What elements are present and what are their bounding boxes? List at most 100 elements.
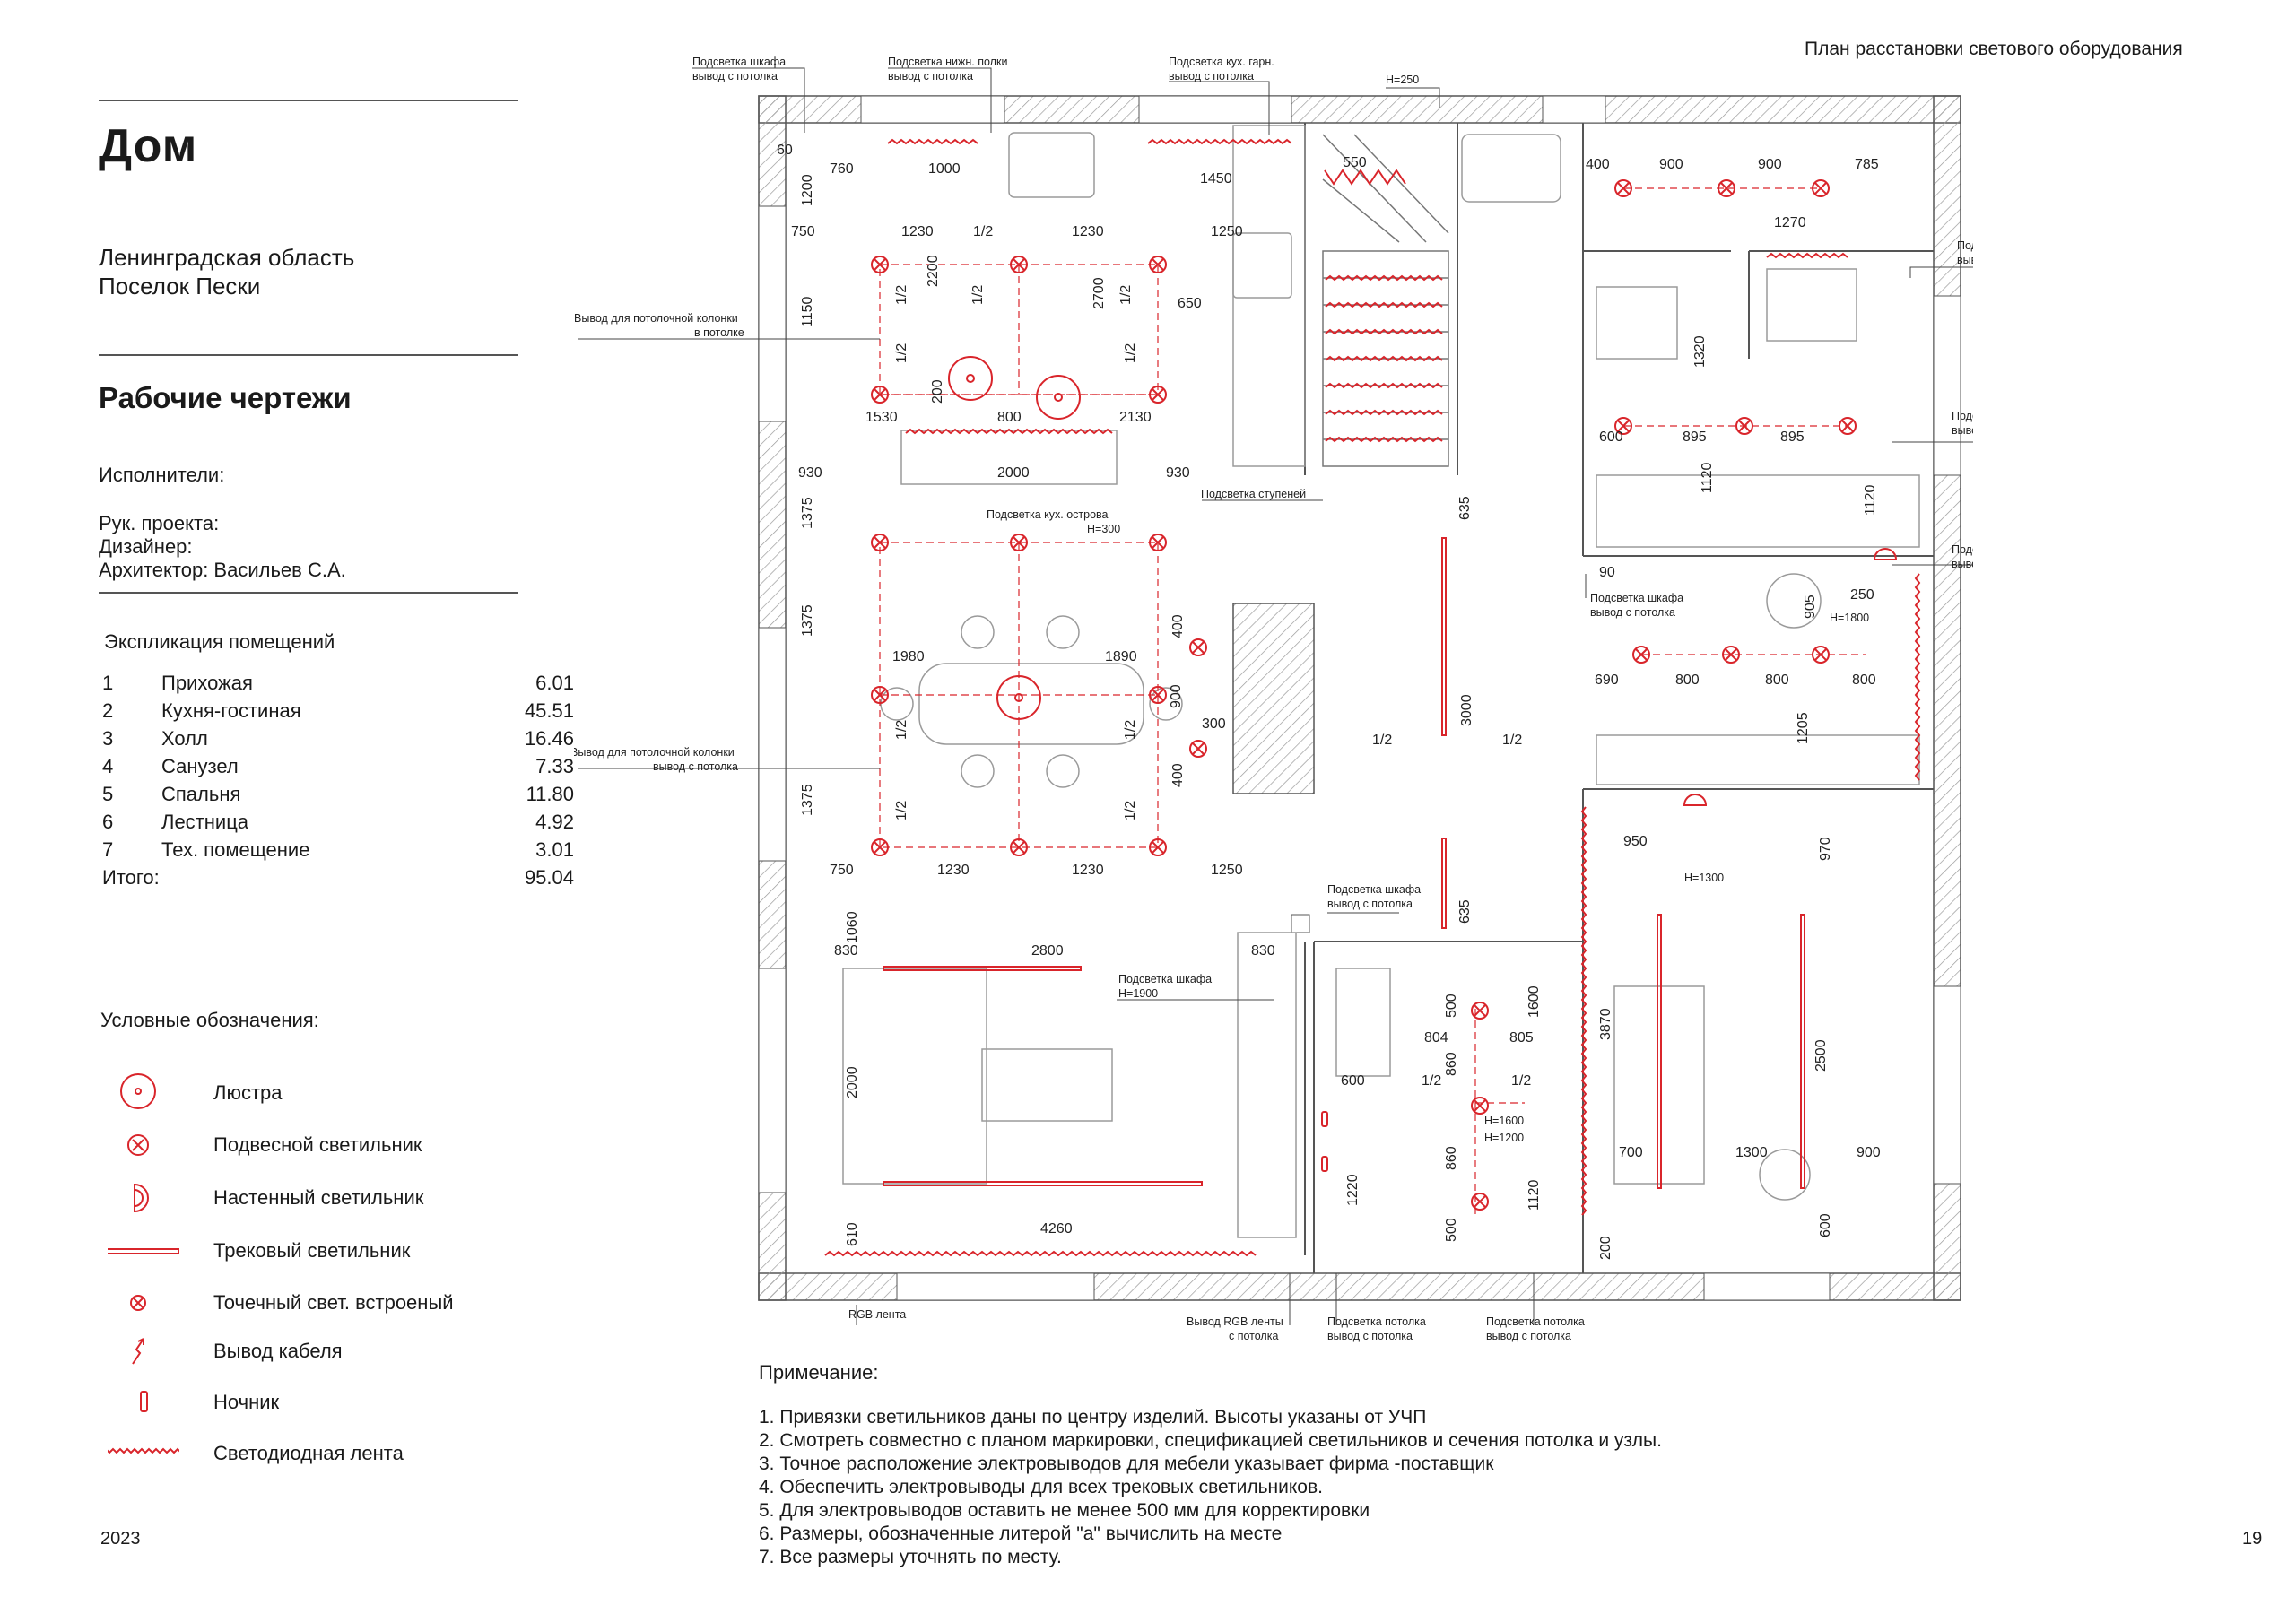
- led-strip-icon: [1147, 138, 1292, 145]
- project-title: Дом: [99, 120, 198, 172]
- dimension-label: 2000: [997, 465, 1030, 481]
- dimension-label: 1270: [1774, 215, 1806, 230]
- callout-label: Подсветка шкафа: [1118, 973, 1212, 985]
- dimension-label: 610: [845, 1222, 860, 1246]
- callout-label: H=1300: [1684, 872, 1724, 884]
- dimension-label: 690: [1595, 673, 1619, 688]
- legend-label: Точечный свет. встроеный: [213, 1291, 454, 1314]
- dimension-label: 750: [830, 863, 854, 878]
- callout-label: с потолка: [1229, 1330, 1278, 1342]
- track-light-icon: [1657, 914, 1662, 1189]
- recessed-spot-icon: [1839, 417, 1857, 435]
- luminaire-grid: [879, 187, 1866, 1219]
- led-strip-icon: [1914, 573, 1921, 781]
- recessed-spot-icon: [1471, 1097, 1489, 1115]
- legend-title: Условные обозначения:: [100, 1009, 319, 1031]
- dimension-label: 900: [1758, 157, 1782, 172]
- coffee-table: [981, 1048, 1113, 1122]
- callout-label: вывод с потолка: [1957, 254, 1973, 266]
- dimension-label: 2130: [1119, 410, 1152, 425]
- dimension-label: 900: [1857, 1145, 1881, 1160]
- recessed-spot-icon: [871, 686, 889, 704]
- dimension-label: 1/2: [1123, 343, 1138, 363]
- callout-label: Подсветка кух. гарн.: [1169, 56, 1274, 68]
- dimension-label: 600: [1599, 430, 1623, 445]
- callout-label: вывод с потолка: [1327, 1330, 1413, 1342]
- chandelier-icon: [948, 356, 993, 401]
- washbasin: [1766, 268, 1857, 342]
- recessed-spot-icon: [1149, 534, 1167, 551]
- dimension-label: 1060: [845, 911, 860, 943]
- callout-label: Вывод для потолочной колонки: [574, 312, 738, 325]
- team-designer: Дизайнер:: [99, 535, 193, 558]
- dimension-label: 1/2: [1123, 720, 1138, 740]
- chandelier-icon: [120, 1073, 156, 1109]
- dimension-label: 600: [1341, 1073, 1365, 1089]
- callout-label: Подсветка потолка: [1486, 1315, 1585, 1328]
- dimension-label: 200: [1598, 1236, 1613, 1260]
- dimension-labels: 60 760 1000 1200 1450 550 400 900 900 78…: [777, 143, 1881, 1260]
- bed: [1613, 985, 1705, 1185]
- callout-label: Подсветка потолка: [1957, 239, 1973, 252]
- legend-label: Настенный светильник: [213, 1186, 424, 1209]
- dimension-label: 930: [1166, 465, 1190, 481]
- dimension-label: 805: [1509, 1030, 1534, 1046]
- chandelier-icon: [1036, 375, 1081, 420]
- cooktop: [1232, 232, 1292, 299]
- dimension-label: 2000: [845, 1066, 860, 1098]
- dimension-label: 1120: [1700, 462, 1715, 493]
- bathtub: [1461, 134, 1561, 203]
- dimension-label: 1980: [892, 649, 925, 664]
- dimension-label: 895: [1683, 430, 1707, 445]
- dimension-label: 2800: [1031, 943, 1064, 959]
- dimension-label: 800: [1765, 673, 1789, 688]
- recessed-spots: [871, 179, 1857, 1211]
- led-strip-icon: [905, 428, 1113, 435]
- recessed-spot-icon: [1010, 534, 1028, 551]
- note-item: 4. Обеспечить электровыводы для всех тре…: [759, 1477, 1323, 1497]
- sheet-title: План расстановки светового оборудования: [1805, 39, 2183, 59]
- track-lights: [883, 537, 1805, 1189]
- callout-label: H=300: [1087, 523, 1120, 535]
- dimension-label: 1375: [800, 497, 815, 529]
- dimension-label: 1/2: [1372, 733, 1392, 748]
- dimension-label: 970: [1818, 837, 1833, 861]
- track-light-icon: [883, 966, 1082, 971]
- floor-plan: 60 760 1000 1200 1450 550 400 900 900 78…: [574, 56, 1973, 1342]
- led-strip-icon: [108, 1447, 179, 1454]
- explication-title: Экспликация помещений: [104, 630, 335, 653]
- chandelier-icon: [996, 675, 1041, 720]
- callout-label: RGB лента: [848, 1308, 906, 1321]
- dimension-label: 1120: [1863, 484, 1878, 516]
- legend-label: Вывод кабеля: [213, 1340, 343, 1362]
- note-item: 5. Для электровыводов оставить не менее …: [759, 1500, 1370, 1521]
- dimension-label: 1/2: [894, 720, 909, 740]
- dimension-label: 1230: [1072, 224, 1104, 239]
- sofa: [842, 968, 987, 1185]
- kitchen-sink: [1008, 132, 1095, 198]
- dimension-label: 1220: [1345, 1174, 1361, 1206]
- dimension-label: 1300: [1735, 1145, 1768, 1160]
- recessed-spot-icon: [1614, 179, 1632, 197]
- dimension-label: 4260: [1040, 1221, 1073, 1237]
- table-total-row: Итого:95.04: [102, 865, 574, 889]
- dimension-label: 2500: [1813, 1039, 1829, 1072]
- track-light-icon: [883, 1181, 1203, 1186]
- callout-label: H=250: [1386, 74, 1419, 86]
- recessed-spot-icon: [871, 534, 889, 551]
- dimension-label: 1375: [800, 784, 815, 816]
- recessed-spot-icon: [871, 256, 889, 273]
- dimension-label: 1/2: [894, 343, 909, 363]
- dimension-label: 905: [1803, 595, 1818, 619]
- dimension-label: 700: [1619, 1145, 1643, 1160]
- dimension-label: 90: [1599, 565, 1615, 580]
- night-light-icon: [140, 1391, 148, 1412]
- track-light-icon: [108, 1248, 179, 1254]
- dimension-label: 1600: [1526, 985, 1542, 1018]
